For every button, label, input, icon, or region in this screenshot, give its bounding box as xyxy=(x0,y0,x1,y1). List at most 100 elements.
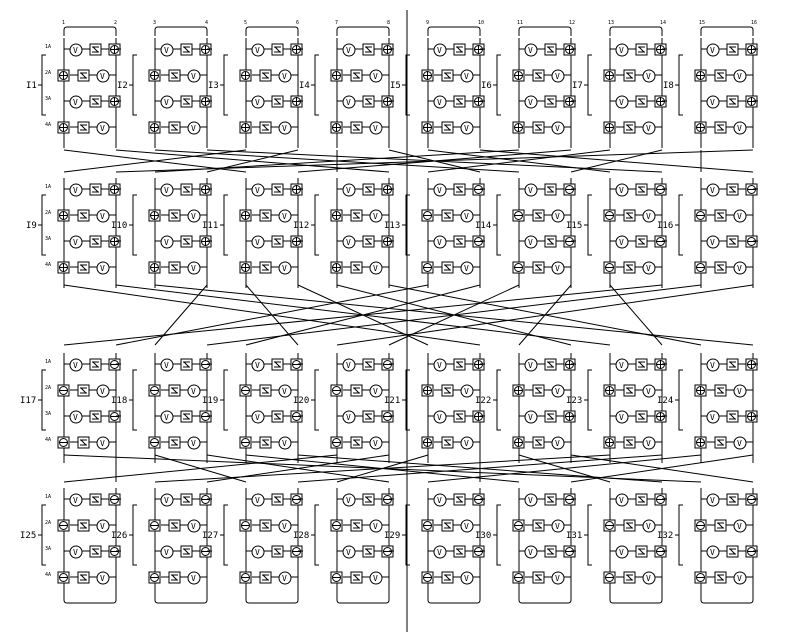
v-icon xyxy=(642,121,656,135)
switch-mark xyxy=(547,413,554,420)
module-label: I27 xyxy=(202,531,218,541)
v-glyph: V xyxy=(737,72,742,81)
v-icon xyxy=(706,493,720,507)
module-label: I23 xyxy=(566,396,582,406)
plus-ring xyxy=(150,263,159,272)
v-icon xyxy=(278,571,292,585)
module-label: I22 xyxy=(475,396,491,406)
v-icon xyxy=(69,183,83,197)
crossing-wire xyxy=(336,284,754,346)
label-connector xyxy=(493,194,501,256)
side-tag: 4A xyxy=(45,262,51,268)
switch-mark xyxy=(456,361,463,368)
v-glyph: V xyxy=(191,212,196,221)
v-glyph: V xyxy=(646,387,651,396)
switch-mark xyxy=(547,46,554,53)
v-glyph: V xyxy=(191,124,196,133)
side-tag: 3A xyxy=(45,411,51,417)
switch-mark xyxy=(365,238,372,245)
v-icon xyxy=(96,436,110,450)
switch-mark xyxy=(171,124,178,131)
v-icon xyxy=(733,209,747,223)
crossing-wire xyxy=(63,149,247,173)
switch-mark xyxy=(353,72,360,79)
v-glyph: V xyxy=(255,46,260,55)
label-connector xyxy=(311,369,319,431)
switch-mark xyxy=(80,264,87,271)
port-label: 6 xyxy=(296,20,299,26)
v-icon xyxy=(278,121,292,135)
switch-mark xyxy=(729,361,736,368)
label-connector xyxy=(493,369,501,431)
switch-mark xyxy=(262,72,269,79)
port-label: 11 xyxy=(517,20,523,26)
v-icon xyxy=(706,358,720,372)
v-icon xyxy=(433,95,447,109)
v-glyph: V xyxy=(282,212,287,221)
plus-ring xyxy=(59,263,68,272)
switch-mark xyxy=(444,124,451,131)
switch-mark xyxy=(626,574,633,581)
switch-mark xyxy=(171,387,178,394)
switch-mark xyxy=(547,548,554,555)
side-tag: 4A xyxy=(45,437,51,443)
v-glyph: V xyxy=(619,186,624,195)
switch-mark xyxy=(717,264,724,271)
switch-mark xyxy=(717,522,724,529)
switch-mark xyxy=(92,496,99,503)
plus-ring xyxy=(514,386,523,395)
switch-mark xyxy=(626,439,633,446)
v-glyph: V xyxy=(73,98,78,107)
switch-mark xyxy=(80,387,87,394)
switch-mark xyxy=(183,46,190,53)
v-glyph: V xyxy=(646,212,651,221)
minus-ring xyxy=(605,263,614,272)
module-label: I17 xyxy=(20,396,36,406)
v-icon xyxy=(524,95,538,109)
module-label: I30 xyxy=(475,531,491,541)
v-icon xyxy=(706,43,720,57)
switch-mark xyxy=(717,212,724,219)
switch-mark xyxy=(638,186,645,193)
switch-mark xyxy=(535,124,542,131)
switch-mark xyxy=(262,574,269,581)
switch-mark xyxy=(171,72,178,79)
v-icon xyxy=(642,519,656,533)
minus-ring xyxy=(696,211,705,220)
switch-mark xyxy=(535,264,542,271)
v-glyph: V xyxy=(100,387,105,396)
switch-mark xyxy=(456,46,463,53)
v-glyph: V xyxy=(373,522,378,531)
v-glyph: V xyxy=(255,238,260,247)
switch-mark xyxy=(171,264,178,271)
v-glyph: V xyxy=(346,413,351,422)
label-connector xyxy=(402,54,410,116)
modules: I1VVVV1A2A3A4AI2VVVVI3VVVVI4VVVVI5VVVVI6… xyxy=(20,38,758,598)
minus-ring xyxy=(696,573,705,582)
v-glyph: V xyxy=(100,124,105,133)
v-icon xyxy=(96,384,110,398)
label-connector xyxy=(311,194,319,256)
module-label: I19 xyxy=(202,396,218,406)
minus-ring xyxy=(605,211,614,220)
v-glyph: V xyxy=(737,439,742,448)
v-icon xyxy=(69,235,83,249)
plus-ring xyxy=(241,123,250,132)
minus-ring xyxy=(514,521,523,530)
top-rail xyxy=(700,26,754,36)
v-glyph: V xyxy=(346,46,351,55)
v-glyph: V xyxy=(191,574,196,583)
label-connector xyxy=(493,504,501,566)
v-glyph: V xyxy=(100,212,105,221)
switch-mark xyxy=(717,387,724,394)
